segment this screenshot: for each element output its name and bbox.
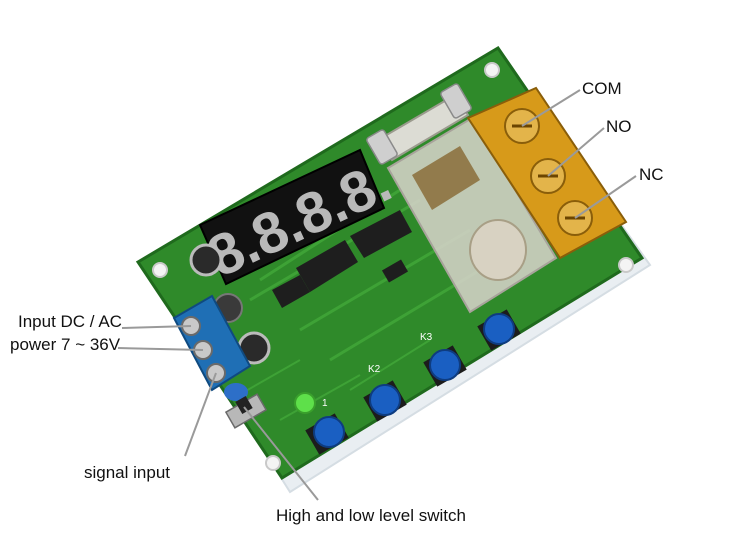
button-k1 [313,416,345,448]
no-label: NO [606,117,632,136]
buttons: K2 K3 1 [305,309,521,455]
leader-lines [117,89,637,501]
nc-label: NC [639,165,664,184]
level-switch-label: High and low level switch [276,506,466,525]
button-k3 [429,349,461,381]
fuse [366,83,472,165]
button-k4 [483,313,515,345]
mounting-hole [152,262,168,278]
input-power-label-line1: Input DC / AC [18,312,122,331]
com-label: COM [582,79,622,98]
input-power-label-line2: power 7 ~ 36V [10,335,121,354]
button-k2 [369,384,401,416]
signal-input-label: signal input [84,463,171,482]
mounting-hole [265,455,281,471]
button-k3-marking: K3 [420,332,433,343]
status-led [294,392,316,414]
ceramic-capacitor [224,383,248,401]
mounting-hole [484,62,500,78]
mounting-hole [618,257,634,273]
button-k1-marking: 1 [322,398,328,409]
relay [386,116,558,314]
integrated-circuits [272,210,412,308]
button-k2-marking: K2 [368,364,381,375]
